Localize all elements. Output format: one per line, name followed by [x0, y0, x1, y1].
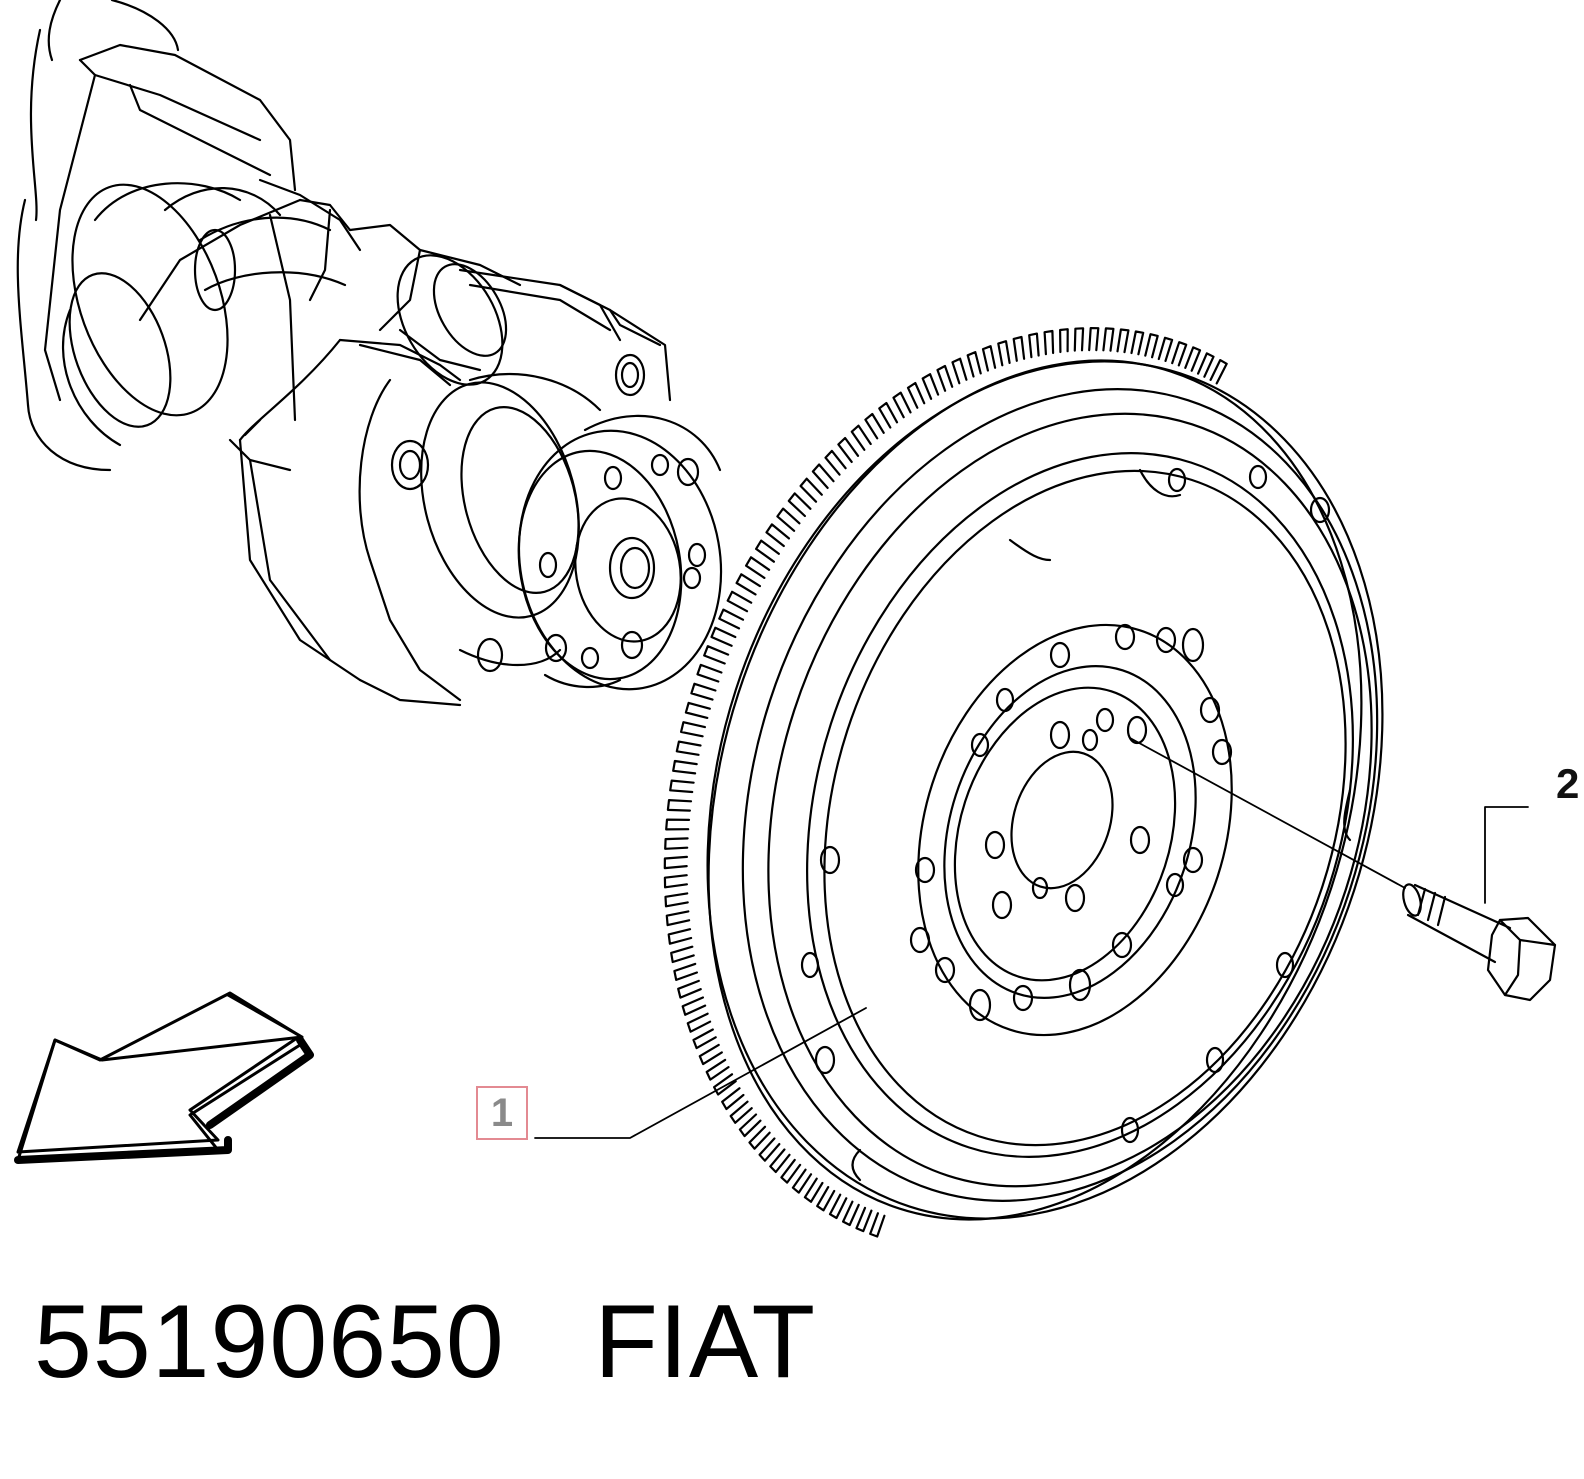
part-caption: 55190650 FIAT [34, 1290, 816, 1394]
ring-gear-teeth [663, 327, 1228, 1238]
flywheel-bolt [1402, 883, 1557, 1002]
brand-name: FIAT [594, 1284, 817, 1400]
direction-arrow-icon [14, 991, 314, 1164]
crankshaft [16, 0, 723, 707]
part-number: 55190650 [34, 1284, 505, 1400]
callout-2[interactable]: 2 [1556, 760, 1580, 807]
flywheel [663, 327, 1384, 1238]
callout-1[interactable]: 1 [476, 1086, 528, 1140]
leader-lines [534, 737, 1529, 1139]
gear-teeth-path [663, 327, 1228, 1238]
